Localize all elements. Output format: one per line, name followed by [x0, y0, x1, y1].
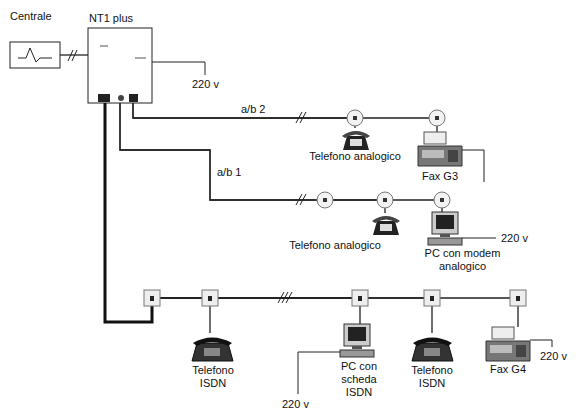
nt1-housing — [88, 28, 152, 103]
node-title: NT1 plus — [88, 12, 152, 25]
pc-icon — [428, 212, 462, 245]
device-caption: PC con modem analogico — [415, 247, 510, 273]
device-caption: Fax G3 — [405, 170, 475, 183]
socket — [510, 290, 526, 306]
device-node: Telefono ISDN — [183, 333, 243, 390]
phone-icon — [192, 338, 233, 362]
socket — [347, 110, 363, 126]
device-caption: Telefono analogico — [300, 150, 410, 163]
socket — [429, 110, 445, 126]
socket — [434, 192, 450, 208]
socket — [317, 192, 333, 208]
power-line — [152, 62, 205, 75]
s0-trunk — [105, 103, 152, 322]
annotation-label: 220 v — [500, 232, 529, 245]
wire-line — [120, 103, 442, 212]
device-node: Telefono analogico — [270, 213, 400, 252]
wire — [105, 103, 360, 324]
annotation-label: 220 v — [281, 398, 310, 411]
power-line — [462, 238, 496, 239]
device-caption: Telefono analogico — [270, 239, 400, 252]
fax-icon — [418, 132, 462, 166]
device-caption: Fax G4 — [480, 363, 536, 376]
wire — [133, 103, 355, 128]
break-mark — [278, 292, 292, 303]
power-line — [462, 150, 484, 182]
device-node: PC con modem analogico — [415, 212, 510, 273]
device-node: Fax G3 — [405, 132, 475, 183]
device-caption: PC con scheda ISDN — [328, 360, 390, 399]
break-mark — [68, 50, 77, 61]
socket — [352, 290, 368, 306]
pc-icon — [340, 324, 374, 357]
annotation-label: 220 v — [191, 78, 220, 91]
socket — [424, 290, 440, 306]
nt1-node: NT1 plus — [88, 12, 152, 103]
socket — [377, 192, 393, 208]
break-mark — [296, 194, 306, 205]
device-node: PC con scheda ISDN — [328, 324, 390, 399]
annotation-label: a/b 2 — [240, 103, 266, 116]
device-node: Telefono ISDN — [402, 333, 462, 390]
wire-line — [133, 103, 355, 128]
exchange-node: Centrale — [10, 10, 60, 68]
port — [129, 94, 138, 102]
wire — [105, 103, 518, 327]
phone-icon — [372, 216, 400, 235]
annotation-label: a/b 1 — [216, 166, 242, 179]
wire — [60, 55, 88, 56]
port — [118, 95, 124, 101]
exchange-box — [10, 42, 60, 68]
housing-detail — [100, 46, 146, 58]
power-line — [298, 352, 340, 394]
power-line — [530, 340, 552, 347]
wire-line — [133, 103, 437, 132]
device-node: Fax G4 — [480, 327, 536, 376]
break-mark — [296, 112, 306, 123]
device-node: Telefono analogico — [300, 128, 410, 163]
fax-icon — [486, 327, 530, 361]
wire-line — [105, 103, 360, 324]
exchange-symbol — [18, 48, 52, 62]
socket — [144, 290, 160, 306]
port — [98, 94, 110, 102]
phone-icon — [412, 338, 453, 362]
device-caption: Telefono ISDN — [183, 364, 243, 390]
wire-line — [105, 103, 518, 327]
node-title: Centrale — [10, 10, 60, 23]
socket — [202, 290, 218, 306]
annotation-label: 220 v — [539, 350, 568, 363]
wire — [133, 103, 437, 132]
phone-icon — [342, 131, 370, 150]
device-caption: Telefono ISDN — [402, 364, 462, 390]
wire — [120, 103, 442, 212]
